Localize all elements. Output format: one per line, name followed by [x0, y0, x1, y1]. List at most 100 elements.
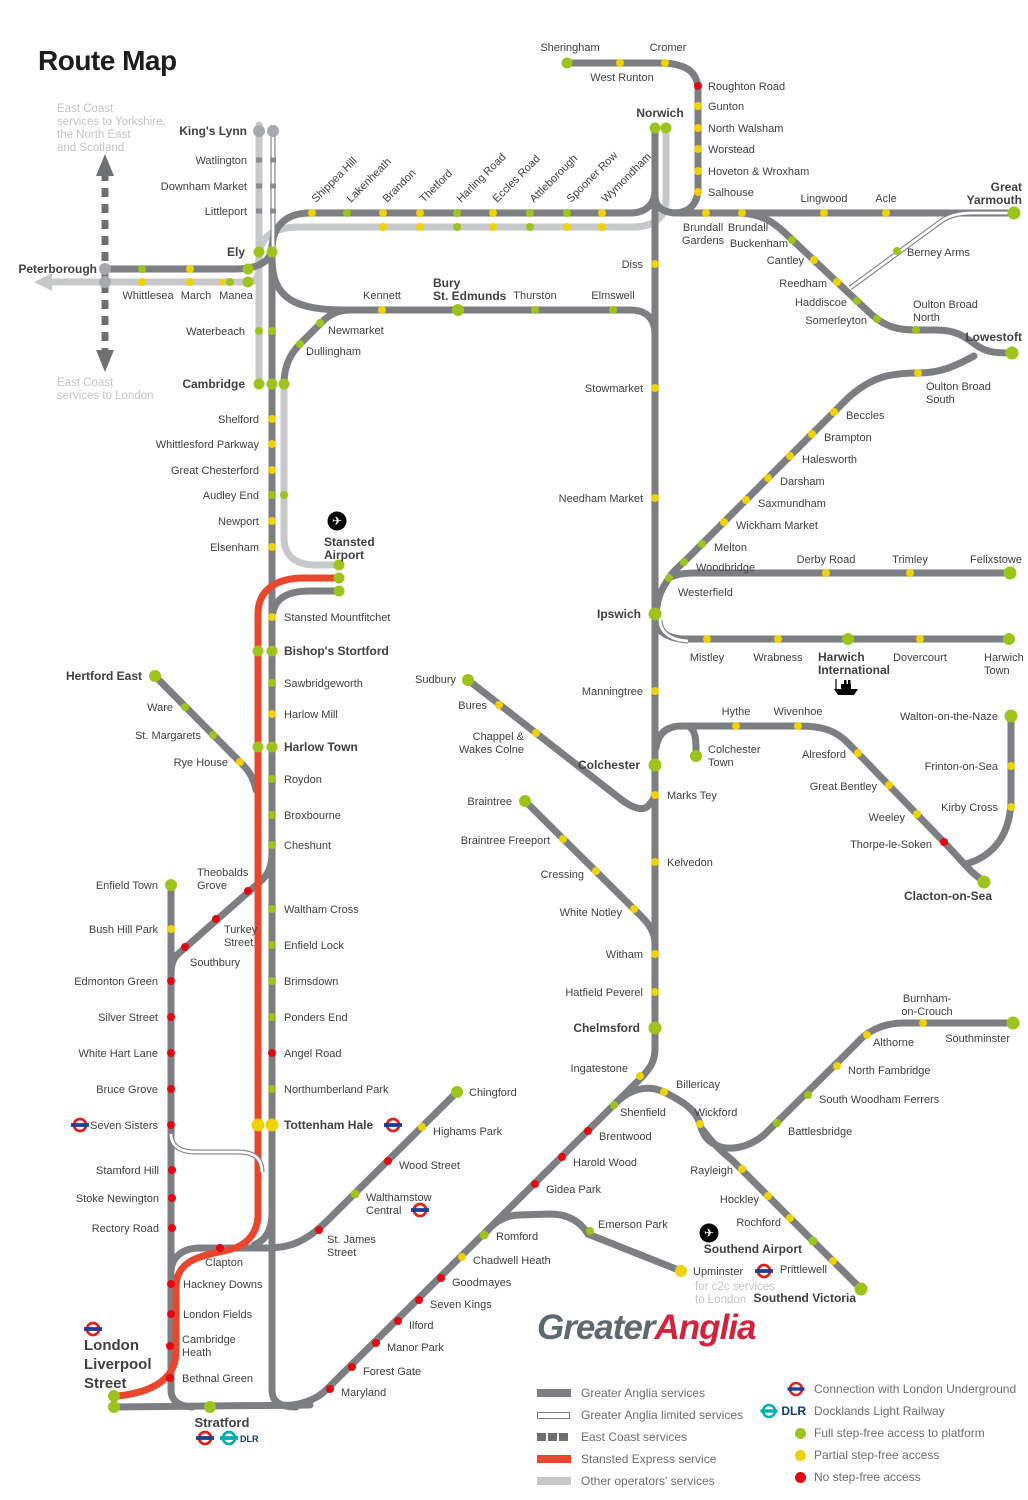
station-dot	[732, 722, 740, 730]
station-dot	[384, 1157, 392, 1165]
station-label: Newport	[218, 516, 259, 528]
line-colchester-town-stub	[684, 722, 700, 754]
line-stansted-dark	[269, 587, 343, 616]
station-label: Great Chesterford	[171, 465, 259, 477]
station-dot	[394, 1317, 402, 1325]
station-dot	[738, 1165, 746, 1173]
station-dot	[794, 722, 802, 730]
station-dot	[268, 1013, 276, 1021]
station-label: White Hart Lane	[79, 1048, 158, 1060]
station-dot	[316, 319, 324, 327]
brand-logo-greater: Greater	[537, 1308, 656, 1347]
station-label: Gunton	[708, 101, 744, 113]
station-dot	[268, 613, 276, 621]
station-dot	[774, 635, 782, 643]
station-label: Southend Airport	[704, 1242, 802, 1256]
station-label: Romford	[496, 1231, 538, 1243]
underground-roundel-icon	[84, 1321, 102, 1337]
station-label: Walton-on-the-Naze	[900, 711, 998, 723]
station-label: Kelvedon	[667, 857, 713, 869]
station-dot	[218, 278, 226, 286]
station-dot	[253, 378, 265, 390]
station-dot	[698, 540, 706, 548]
station-dot	[453, 209, 461, 217]
direction-arrow-icon	[96, 154, 114, 176]
line-south-tottenham-limited-inner	[169, 1133, 264, 1173]
station-dot	[138, 278, 146, 286]
station-label: Enfield Lock	[284, 940, 344, 952]
svg-text:✈: ✈	[704, 1226, 714, 1240]
station-dot	[1003, 566, 1017, 580]
station-label: Clacton-on-Sea	[904, 889, 992, 903]
station-dot	[694, 82, 702, 90]
station-dot	[833, 1062, 841, 1070]
station-label: Peterborough	[18, 262, 97, 276]
station-dot	[788, 236, 796, 244]
svg-text:✈: ✈	[332, 514, 342, 528]
station-label: North Walsham	[708, 123, 783, 135]
station-label: Rochford	[736, 1217, 781, 1229]
line-berney-arms-limited-inner	[849, 211, 1010, 290]
station-dot	[280, 491, 288, 499]
brand-logo-anglia: Anglia	[654, 1308, 757, 1347]
station-dot	[149, 670, 161, 682]
station-dot	[648, 1021, 662, 1035]
station-label: Brampton	[824, 432, 872, 444]
station-label: Derby Road	[797, 554, 856, 566]
station-dot	[278, 378, 290, 390]
dlr-label: DLR	[240, 1434, 259, 1444]
station-label: King's Lynn	[179, 124, 247, 138]
station-dot	[738, 209, 746, 217]
station-dot	[786, 1214, 794, 1222]
station-dot	[893, 247, 901, 255]
station-label: Chadwell Heath	[473, 1255, 551, 1267]
station-dot	[495, 701, 503, 709]
station-label: Chelmsford	[573, 1021, 640, 1035]
station-dot	[266, 741, 278, 753]
station-label: Ipswich	[597, 607, 641, 621]
station-dot	[209, 731, 217, 739]
page-title: Route Map	[38, 44, 177, 76]
station-label: Audley End	[203, 490, 259, 502]
station-label: Althorne	[873, 1037, 914, 1049]
station-label: Maryland	[341, 1387, 386, 1399]
station-dot	[830, 408, 838, 416]
station-dot	[168, 1194, 176, 1202]
station-dot	[651, 260, 659, 268]
station-dot	[690, 750, 702, 762]
legend-item-solid-dark: Greater Anglia services	[537, 1382, 743, 1404]
legend-item-label: Stansted Express service	[581, 1452, 717, 1466]
station-dot	[649, 122, 661, 134]
station-dot	[586, 1227, 594, 1235]
station-label: Melton	[714, 542, 747, 554]
station-label: Stansted Mountfitchet	[284, 612, 390, 624]
station-tick	[270, 183, 276, 189]
station-label: Clapton	[205, 1257, 243, 1269]
legend-item-label: Greater Anglia limited services	[581, 1408, 744, 1422]
station-label: Cantley	[767, 255, 805, 267]
station-dot	[268, 1049, 276, 1057]
station-dot	[166, 1342, 174, 1350]
station-label: Braintree	[467, 796, 512, 808]
station-label: Kirby Cross	[941, 802, 998, 814]
station-label: Ely	[227, 245, 245, 259]
legend-swatch-solid-dark-icon	[537, 1389, 571, 1397]
station-tick	[256, 157, 262, 163]
station-label: Marks Tey	[667, 790, 717, 802]
station-dot	[333, 559, 345, 571]
station-tick	[256, 183, 262, 189]
line-stansted-light	[280, 380, 343, 569]
station-dot	[882, 209, 890, 217]
station-label: Wrabness	[753, 652, 803, 664]
station-dot	[919, 1019, 927, 1027]
ferry-icon	[834, 679, 858, 695]
station-dot	[416, 223, 424, 231]
station-dot	[489, 223, 497, 231]
station-label: Roydon	[284, 774, 322, 786]
station-dot	[526, 223, 534, 231]
